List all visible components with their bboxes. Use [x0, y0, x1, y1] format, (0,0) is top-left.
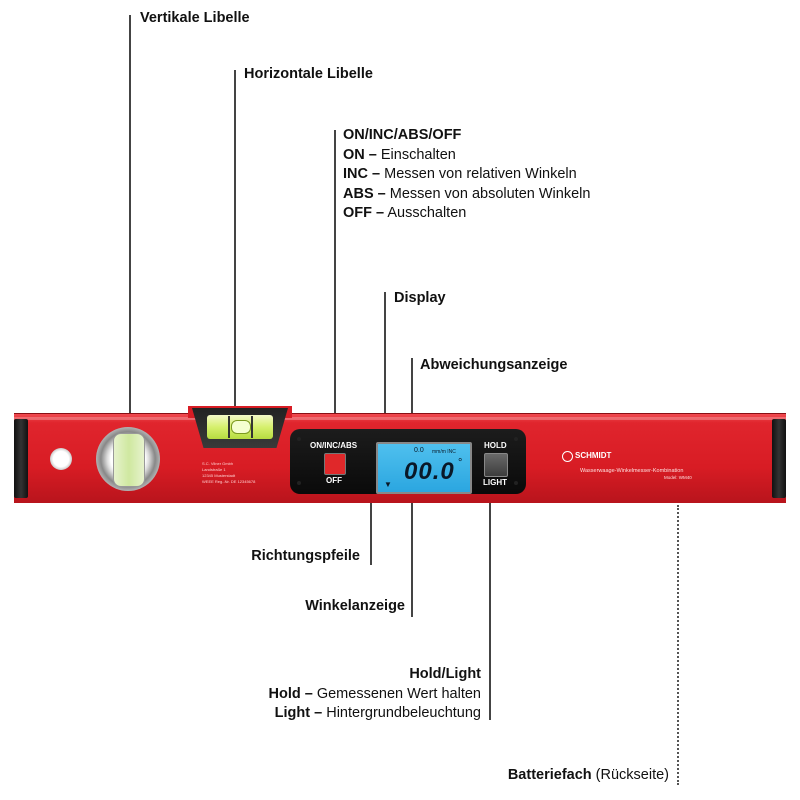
leader-deviation: [411, 358, 413, 446]
label-horizontal-vial: Horizontale Libelle: [244, 66, 373, 82]
direction-arrow-icon: ▼: [384, 480, 392, 489]
leader-direction-arrows: [370, 485, 372, 565]
end-cap-left: [14, 419, 28, 498]
brand-logo-icon: [562, 451, 573, 462]
leader-battery: [677, 505, 679, 785]
leader-horizontal-vial: [234, 70, 236, 413]
power-line-abs: ABS – Messen von absoluten Winkeln: [343, 185, 591, 202]
hold-line: Hold – Gemessenen Wert halten: [268, 685, 482, 702]
power-button-title: ON/INC/ABS/OFF: [343, 127, 462, 143]
leader-display: [384, 292, 386, 442]
hold-button-label: HOLD: [484, 441, 507, 450]
label-display: Display: [394, 290, 446, 306]
end-cap-right: [772, 419, 786, 498]
lcd-display: 0.0 mm/m INC 00.0 ° ▼: [376, 442, 472, 494]
vial-mark-left: [228, 416, 230, 438]
screw: [297, 481, 301, 485]
hold-light-title: Hold/Light: [409, 666, 481, 682]
hold-light-button[interactable]: [484, 453, 508, 477]
leader-power-button: [334, 130, 336, 460]
leader-vertical-vial: [129, 15, 131, 433]
power-line-off: OFF – Ausschalten: [343, 205, 467, 221]
product-line: Wasserwaage-Winkelmesser-Kombination: [580, 468, 684, 474]
label-battery: Batteriefach (Rückseite): [507, 767, 669, 783]
brand-name: SCHMIDT: [575, 451, 612, 460]
power-line-on: ON – Einschalten: [343, 146, 456, 163]
manufacturer-print: S.C. Vilner Gmbh Landstraße 1 12345 Must…: [202, 461, 256, 484]
power-line-inc: INC – Messen von relativen Winkeln: [343, 166, 577, 182]
screw: [514, 481, 518, 485]
deviation-readout: 0.0: [414, 447, 424, 454]
deviation-unit: mm/m INC: [432, 449, 456, 455]
spirit-level: S.C. Vilner Gmbh Landstraße 1 12345 Must…: [14, 406, 786, 503]
level-highlight: [14, 417, 786, 420]
battery-note: (Rückseite): [595, 767, 669, 783]
screw: [514, 437, 518, 441]
vertical-vial-window: [113, 433, 145, 487]
label-power-button: ON/INC/ABS/OFF ON – Einschalten INC – Me…: [343, 126, 590, 224]
label-deviation: Abweichungsanzeige: [420, 357, 568, 373]
light-line: Light – Hintergrundbeleuchtung: [274, 705, 481, 721]
vial-bubble: [231, 420, 251, 434]
vial-mark-right: [251, 416, 253, 438]
leader-angle-display: [411, 485, 413, 617]
power-button-label: ON/INC/ABS: [310, 441, 358, 450]
horizontal-vial: [207, 415, 273, 439]
label-hold-light: Hold/Light Hold – Gemessenen Wert halten…: [269, 665, 482, 724]
power-button[interactable]: [324, 453, 346, 475]
degree-symbol: °: [458, 457, 463, 469]
label-direction-arrows: Richtungspfeile: [251, 548, 360, 564]
light-label: LIGHT: [483, 478, 507, 487]
screw: [297, 437, 301, 441]
display-unit: ON/INC/ABS OFF 0.0 mm/m INC 00.0 ° ▼ HOL…: [290, 429, 526, 494]
label-angle-display: Winkelanzeige: [305, 598, 405, 614]
off-label: OFF: [326, 476, 342, 485]
vertical-vial: [96, 427, 160, 491]
label-vertical-vial: Vertikale Libelle: [140, 10, 250, 26]
model-number: Model: WM40: [664, 475, 692, 480]
angle-readout: 00.0: [404, 458, 455, 485]
leader-hold-light: [489, 480, 491, 720]
hanging-hole: [50, 448, 72, 470]
